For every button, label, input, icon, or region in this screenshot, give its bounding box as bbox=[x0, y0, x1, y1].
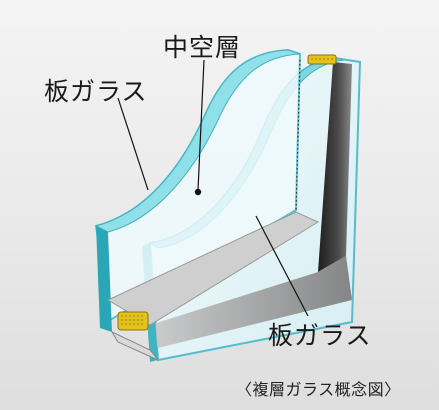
spacer-frame-bottom bbox=[150, 256, 352, 348]
leader-line-glass-right bbox=[255, 215, 309, 317]
label-glass-right: 板ガラス bbox=[268, 321, 372, 350]
leader-line-air-layer bbox=[197, 59, 205, 191]
front-glass-top-edge bbox=[94, 49, 301, 233]
label-air-layer: 中空層 bbox=[163, 33, 242, 62]
diagram-caption: 〈複層ガラス概念図〉 bbox=[236, 380, 401, 399]
spacer-frame-right bbox=[318, 62, 352, 272]
front-glass-side-edge bbox=[96, 226, 112, 332]
desiccant-bottom bbox=[117, 311, 149, 331]
label-glass-left: 板ガラス bbox=[44, 77, 148, 106]
leader-line-glass-left bbox=[117, 97, 149, 191]
desiccant-texture-bottom bbox=[121, 315, 145, 325]
desiccant-top bbox=[307, 54, 337, 65]
sealant-bottom bbox=[110, 330, 159, 361]
leader-dot-air-layer bbox=[194, 188, 202, 196]
